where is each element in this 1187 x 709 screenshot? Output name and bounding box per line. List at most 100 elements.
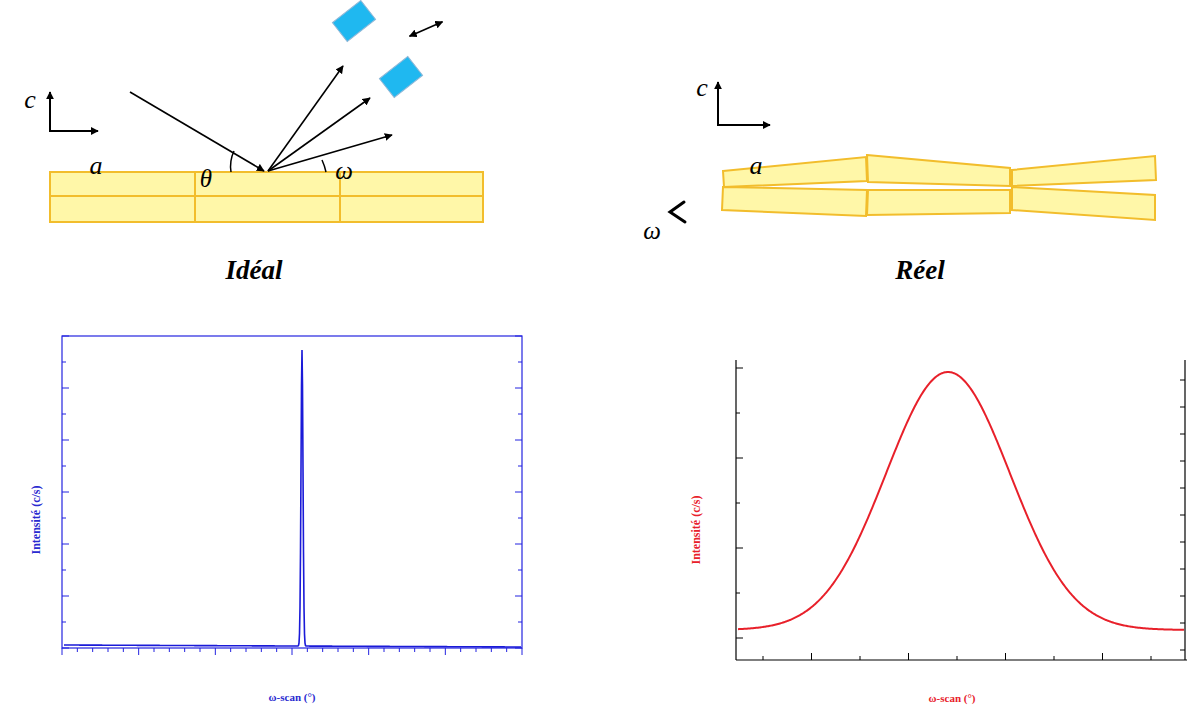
tick	[62, 544, 69, 545]
tick	[860, 656, 861, 660]
tick	[62, 388, 69, 389]
tick	[515, 596, 522, 597]
tick	[62, 336, 69, 337]
tick	[1005, 653, 1006, 660]
tick	[1151, 656, 1152, 660]
tick	[1054, 656, 1055, 660]
tick	[384, 648, 385, 652]
tick	[62, 622, 66, 623]
tick	[261, 648, 262, 652]
tick	[515, 440, 522, 441]
tick	[518, 518, 522, 519]
axis-label-c: c	[24, 87, 36, 113]
chart-ticks-ideal	[62, 336, 522, 655]
tick	[246, 648, 247, 652]
tick	[1180, 542, 1185, 543]
crystal-blocks-ideal	[50, 172, 483, 222]
y-axis-label: Intensité (c/s)	[690, 496, 702, 565]
tick	[338, 648, 339, 652]
tick	[476, 648, 477, 652]
tick	[1180, 434, 1185, 435]
tick	[62, 648, 63, 655]
axis-label-c: c	[696, 75, 708, 101]
tick	[518, 362, 522, 363]
panel-title: Réel	[895, 257, 944, 284]
tick	[515, 492, 522, 493]
axis-label-a: a	[90, 153, 103, 179]
tick	[957, 656, 958, 660]
tick	[399, 648, 400, 652]
tick	[1180, 623, 1185, 624]
tick	[736, 503, 740, 504]
tick	[1180, 380, 1185, 381]
tick	[138, 648, 139, 655]
chart-frame-ideal	[62, 336, 522, 648]
tilt-symbol	[670, 202, 685, 222]
tick	[215, 648, 216, 655]
tick	[62, 518, 66, 519]
tick	[736, 638, 743, 639]
tick	[811, 653, 812, 660]
tick	[460, 648, 461, 652]
tick	[1180, 461, 1185, 462]
x-axis-label: ω-scan (°)	[269, 692, 316, 703]
axes-ideal	[49, 92, 98, 132]
tick	[518, 466, 522, 467]
tick	[276, 648, 277, 652]
tick	[368, 648, 369, 655]
tick	[736, 368, 743, 369]
tick	[1180, 407, 1185, 408]
y-axis-label: Intensité (c/s)	[30, 486, 42, 555]
theta-arc	[231, 151, 234, 172]
omega-arc	[322, 160, 326, 172]
tick	[430, 648, 431, 652]
tick	[169, 648, 170, 652]
tick	[518, 570, 522, 571]
chart-frame-real	[736, 360, 1187, 660]
tick	[62, 492, 69, 493]
tick	[62, 596, 69, 597]
x-ray-beams	[130, 66, 392, 171]
tick	[62, 648, 69, 649]
tick	[62, 362, 66, 363]
tick	[108, 648, 109, 652]
panel-title: Idéal	[226, 257, 283, 284]
detector	[332, 0, 422, 97]
detector-motion-arrow	[409, 17, 442, 42]
tick	[1102, 653, 1103, 660]
tick	[1180, 650, 1185, 651]
tick	[200, 648, 201, 652]
axis-label-a: a	[750, 153, 763, 179]
peak-curve-ideal	[64, 350, 521, 647]
tick	[123, 648, 124, 652]
tick	[518, 414, 522, 415]
tick	[1180, 569, 1185, 570]
tick	[62, 414, 66, 415]
tick	[515, 336, 522, 337]
tick	[763, 656, 764, 660]
tick	[518, 622, 522, 623]
tick	[1180, 488, 1185, 489]
tick	[62, 440, 69, 441]
tick	[515, 544, 522, 545]
tick	[184, 648, 185, 652]
tick	[1180, 515, 1185, 516]
tick	[77, 648, 78, 652]
tick	[322, 648, 323, 652]
x-axis-label: ω-scan (°)	[929, 693, 976, 704]
angle-omega: ω	[335, 158, 353, 183]
tick	[92, 648, 93, 652]
tick	[736, 413, 740, 414]
tick	[154, 648, 155, 652]
tick	[515, 388, 522, 389]
tick	[736, 548, 743, 549]
tick	[62, 570, 66, 571]
tick	[1180, 596, 1185, 597]
tick	[414, 648, 415, 652]
tick	[736, 458, 743, 459]
tick	[62, 466, 66, 467]
tick	[491, 648, 492, 652]
tick	[230, 648, 231, 652]
